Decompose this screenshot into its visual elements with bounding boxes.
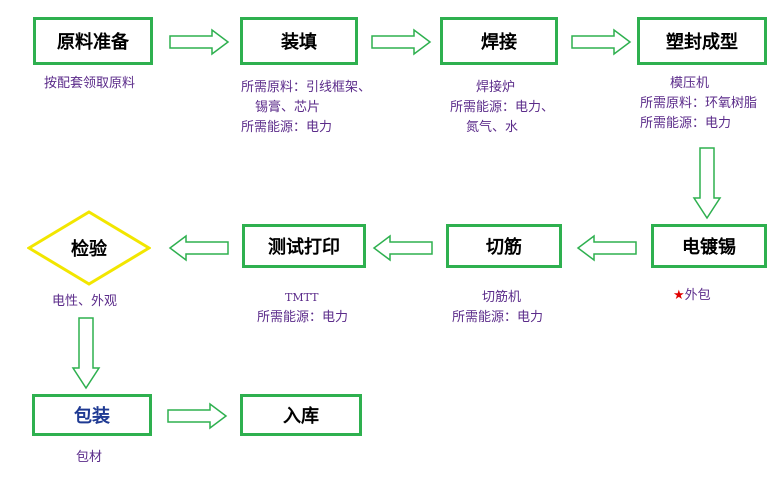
note-line: 按配套领取原料	[44, 76, 136, 91]
note-inspect: 电性、外观	[52, 292, 117, 312]
note-line: TMTT	[285, 291, 319, 304]
step-pack: 包装	[32, 394, 152, 436]
arrow-right-icon	[571, 28, 632, 56]
step-test-print: 测试打印	[242, 224, 366, 268]
note-mount: 所需原料：引线框架、 锡膏、芯片 所需能源：电力	[241, 78, 371, 138]
note-line: 切筋机	[482, 290, 522, 305]
note-line: 包材	[76, 450, 103, 465]
arrow-right-icon	[167, 402, 228, 430]
arrow-down-icon	[71, 317, 101, 390]
note-line: 氮气、水	[466, 120, 519, 135]
note-line: 外包	[684, 288, 711, 303]
note-mold: 模压机 所需原料：环氧树脂 所需能源：电力	[640, 74, 757, 134]
note-line: 所需能源：电力	[257, 310, 349, 325]
note-line: 所需能源：电力、	[450, 100, 555, 115]
note-line: 所需能源：电力	[241, 120, 333, 135]
arrow-left-icon	[576, 234, 637, 262]
note-line: 模压机	[670, 76, 710, 91]
note-trim: 切筋机 所需能源：电力	[452, 288, 543, 328]
note-plating: ★外包	[673, 286, 711, 306]
arrow-down-icon	[692, 147, 722, 220]
step-weld: 焊接	[440, 17, 558, 65]
note-weld: 焊接炉 所需能源：电力、 氮气、水	[450, 78, 554, 138]
note-line: 所需能源：电力	[452, 310, 544, 325]
arrow-right-icon	[169, 28, 230, 56]
step-store: 入库	[240, 394, 362, 436]
note-line: 锡膏、芯片	[255, 100, 321, 115]
arrow-left-icon	[372, 234, 433, 262]
note-material-prep: 按配套领取原料	[44, 74, 135, 94]
note-line: 电性、外观	[52, 294, 118, 309]
note-pack: 包材	[76, 448, 102, 468]
star-icon: ★	[673, 288, 685, 303]
step-inspect-diamond: 检验	[27, 210, 151, 286]
step-trim: 切筋	[446, 224, 562, 268]
step-material-prep: 原料准备	[33, 17, 153, 65]
note-line: 所需能源：电力	[640, 116, 732, 131]
note-test-print: TMTT 所需能源：电力	[257, 288, 348, 328]
note-line: 所需原料：环氧树脂	[640, 96, 758, 111]
step-mount: 装填	[240, 17, 358, 65]
note-line: 焊接炉	[476, 80, 516, 95]
arrow-left-icon	[168, 234, 229, 262]
note-line: 所需原料：引线框架、	[241, 80, 372, 95]
arrow-right-icon	[371, 28, 432, 56]
step-plating: 电镀锡	[651, 224, 767, 268]
step-mold: 塑封成型	[637, 17, 767, 65]
diamond-shape	[27, 210, 151, 286]
step-inspect: 检验	[71, 239, 107, 260]
